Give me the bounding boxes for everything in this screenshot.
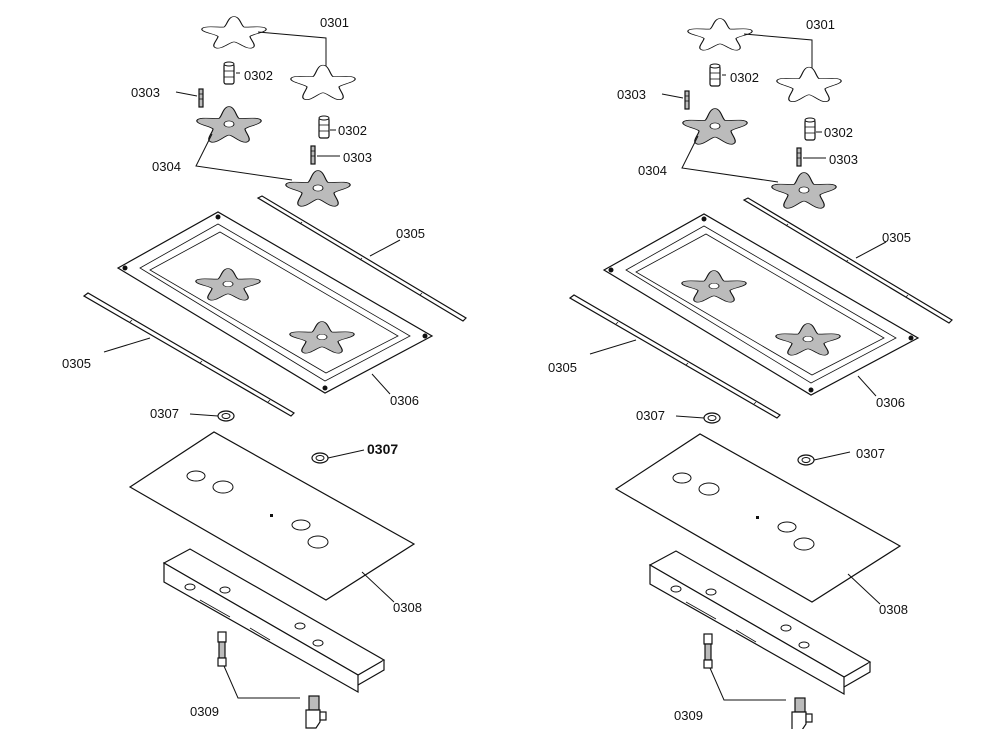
label-0305-left-upper: 0305	[396, 226, 425, 241]
label-0304-left: 0304	[152, 159, 181, 174]
label-0303-left-lower: 0303	[343, 150, 372, 165]
label-0303-right-lower: 0303	[829, 152, 858, 167]
label-0307-left-lower: 0307	[367, 441, 398, 457]
label-0302-left-upper: 0302	[244, 68, 273, 83]
label-0304-right: 0304	[638, 163, 667, 178]
assembly-left: 0301 0302 0303 0302 0303 0304 0305 0305 …	[62, 15, 466, 728]
label-0309-left: 0309	[190, 704, 219, 719]
label-0307-right-upper: 0307	[636, 408, 665, 423]
label-0301-left: 0301	[320, 15, 349, 30]
label-0306-right: 0306	[876, 395, 905, 410]
label-0303-right-upper: 0303	[617, 87, 646, 102]
label-0305-right-upper: 0305	[882, 230, 911, 245]
label-0303-left-upper: 0303	[131, 85, 160, 100]
label-0306-left: 0306	[390, 393, 419, 408]
label-0302-left-lower: 0302	[338, 123, 367, 138]
label-0308-right: 0308	[879, 602, 908, 617]
label-0305-left-lower: 0305	[62, 356, 91, 371]
assembly-right: 0301 0302 0303 0302 0303 0304 0305 0305 …	[548, 17, 952, 729]
label-0308-left: 0308	[393, 600, 422, 615]
label-0301-right: 0301	[806, 17, 835, 32]
label-0307-left-upper: 0307	[150, 406, 179, 421]
label-0302-right-upper: 0302	[730, 70, 759, 85]
label-0307-right-lower: 0307	[856, 446, 885, 461]
label-0305-right-lower: 0305	[548, 360, 577, 375]
label-0302-right-lower: 0302	[824, 125, 853, 140]
label-0309-right: 0309	[674, 708, 703, 723]
